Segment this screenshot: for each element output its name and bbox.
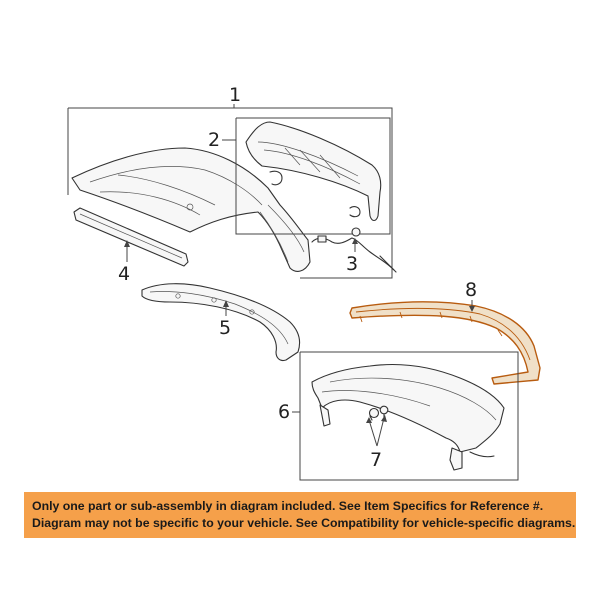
callout-8: 8 [465, 279, 477, 301]
frame-rail [141, 283, 301, 362]
leader-line-7a [368, 419, 378, 447]
leader-arrow-7b [381, 415, 387, 422]
rear-window [245, 121, 382, 222]
callout-6: 6 [278, 401, 290, 423]
leader-arrow-3 [352, 238, 358, 244]
tonneau-cover [311, 364, 505, 471]
disclaimer-banner: Only one part or sub-assembly in diagram… [24, 492, 576, 538]
assembly-box-6 [299, 351, 519, 481]
assembly-box-1 [67, 107, 393, 279]
disclaimer-line-1: Only one part or sub-assembly in diagram… [32, 499, 544, 513]
front-weatherstrip [73, 207, 189, 267]
assembly-box-2 [235, 117, 391, 235]
soft-top-cover [71, 147, 311, 272]
weatherstrip-seal-highlighted [349, 301, 541, 385]
leader-line-7b [376, 417, 385, 447]
leader-arrow-8 [469, 306, 475, 312]
leader-arrow-7a [366, 417, 372, 423]
leader-arrow-4 [124, 240, 130, 247]
release-cable [311, 227, 397, 273]
callout-4: 4 [118, 263, 130, 285]
disclaimer-line-2: Diagram may not be specific to your vehi… [32, 516, 576, 530]
leader-arrow-5 [223, 300, 229, 307]
callout-1: 1 [229, 84, 241, 106]
callout-2: 2 [208, 129, 220, 151]
callout-3: 3 [346, 253, 358, 275]
callout-5: 5 [219, 317, 231, 339]
callout-7: 7 [370, 449, 382, 471]
